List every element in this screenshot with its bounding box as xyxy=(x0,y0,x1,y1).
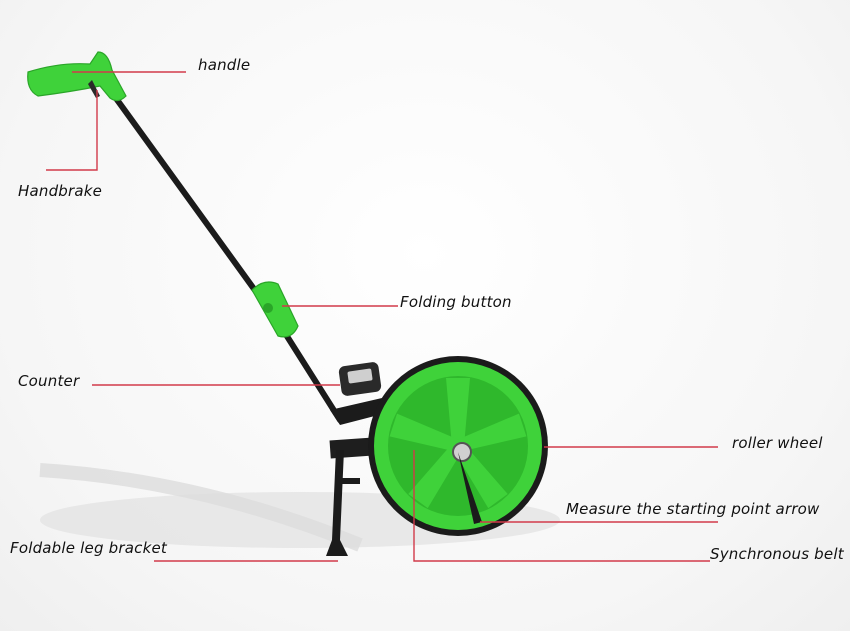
label-handle: handle xyxy=(198,56,251,74)
folding-button-sleeve xyxy=(251,281,299,338)
label-handbrake: Handbrake xyxy=(18,182,103,200)
label-leg-bracket: Foldable leg bracket xyxy=(10,539,167,557)
wheel-spokes xyxy=(389,378,527,509)
leader-sync-belt xyxy=(413,450,710,562)
lower-rod xyxy=(275,319,343,423)
folding-button-knob xyxy=(263,303,273,313)
main-rod xyxy=(107,87,265,303)
label-roller-wheel: roller wheel xyxy=(732,434,823,452)
label-counter: Counter xyxy=(18,372,80,390)
start-point-arrow xyxy=(458,452,482,524)
leg-clip xyxy=(338,478,360,484)
label-sync-belt: Synchronous belt xyxy=(710,545,844,563)
handle-grip xyxy=(27,51,127,102)
label-folding-button: Folding button xyxy=(400,293,512,311)
rod-shadow xyxy=(39,463,363,552)
counter-display xyxy=(347,368,373,384)
label-start-arrow: Measure the starting point arrow xyxy=(566,500,820,518)
leader-handbrake xyxy=(46,90,98,171)
wheel-hub xyxy=(452,442,472,462)
leg-bracket xyxy=(326,450,348,556)
